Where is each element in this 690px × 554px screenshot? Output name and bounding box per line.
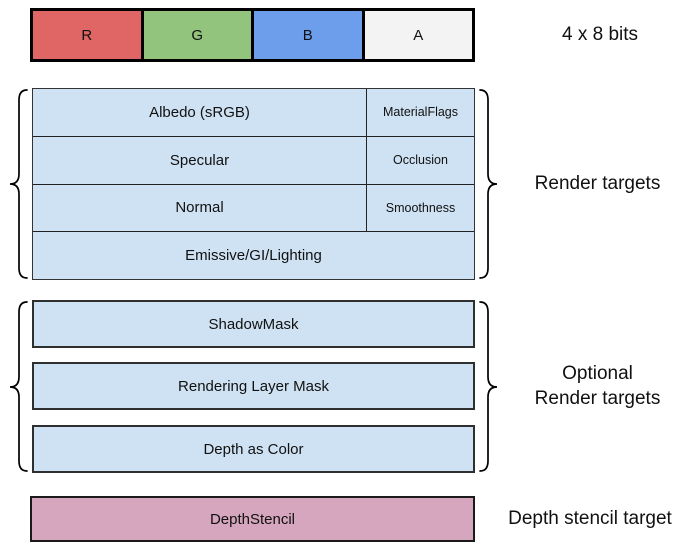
cell-normal: Normal <box>175 199 224 217</box>
optional-label-line1: Optional <box>562 362 633 384</box>
table-row: Emissive/GI/Lighting <box>33 232 474 279</box>
bits-label: 4 x 8 bits <box>561 23 639 45</box>
table-row: Specular Occlusion <box>33 136 474 185</box>
channel-bar: R G B A <box>30 8 475 62</box>
channel-cell-b: B <box>251 11 362 59</box>
optional-label-line2: Render targets <box>534 387 661 409</box>
box-shadowmask: ShadowMask <box>32 300 475 348</box>
cell-materialflags: MaterialFlags <box>366 89 474 136</box>
right-brace-optional-targets <box>477 300 500 473</box>
table-row: Albedo (sRGB) MaterialFlags <box>33 89 474 137</box>
cell-occlusion: Occlusion <box>366 136 474 184</box>
right-brace-render-targets <box>477 88 500 280</box>
optional-render-targets-label: Optional Render targets <box>505 300 690 473</box>
render-targets-label: Render targets <box>534 172 661 194</box>
box-depth-as-color: Depth as Color <box>32 425 475 473</box>
cell-smoothness: Smoothness <box>366 184 474 232</box>
channel-cell-r: R <box>33 11 141 59</box>
channel-cell-a: A <box>361 11 472 59</box>
channel-cell-g: G <box>140 11 251 59</box>
cell-emissive: Emissive/GI/Lighting <box>185 247 322 265</box>
box-depthstencil: DepthStencil <box>30 496 475 542</box>
left-brace-optional-targets <box>7 300 30 473</box>
cell-specular: Specular <box>169 151 230 169</box>
cell-albedo: Albedo (sRGB) <box>149 103 250 121</box>
table-row: Normal Smoothness <box>33 184 474 233</box>
left-brace-render-targets <box>7 88 30 280</box>
depth-stencil-target-label: Depth stencil target <box>508 507 672 529</box>
box-rendering-layer-mask: Rendering Layer Mask <box>32 362 475 410</box>
render-targets-table: Albedo (sRGB) MaterialFlags Specular Occ… <box>32 88 475 280</box>
